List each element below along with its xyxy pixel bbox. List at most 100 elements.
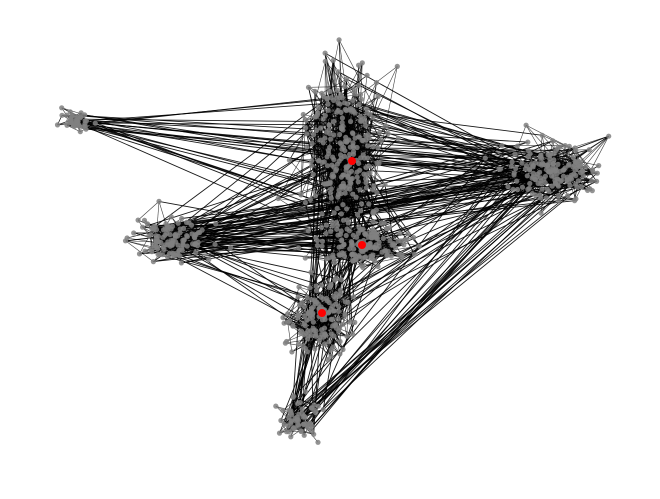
graph-node — [304, 131, 310, 137]
graph-edge — [315, 165, 599, 335]
graph-node — [374, 190, 380, 196]
graph-node — [367, 170, 373, 176]
graph-edge — [158, 200, 347, 236]
graph-edge — [352, 109, 569, 183]
graph-node — [350, 242, 356, 248]
graph-node — [302, 313, 308, 319]
graph-node — [344, 101, 350, 107]
graph-node — [566, 143, 572, 149]
graph-node — [75, 118, 81, 125]
graph-node — [169, 242, 175, 248]
graph-edge — [319, 180, 579, 310]
graph-node — [276, 430, 283, 436]
graph-node — [296, 245, 302, 251]
graph-edge — [555, 150, 577, 200]
graph-node — [280, 315, 286, 321]
graph-edge — [181, 230, 331, 264]
graph-node — [354, 234, 360, 240]
graph-node — [334, 205, 340, 211]
graph-node — [83, 126, 89, 132]
graph-node — [148, 246, 154, 252]
graph-node — [171, 253, 177, 259]
graph-node — [514, 143, 521, 149]
graph-node — [313, 287, 320, 294]
graph-node — [296, 341, 302, 347]
graph-node — [529, 190, 536, 197]
graph-node — [411, 234, 417, 241]
graph-node — [513, 165, 519, 172]
graph-node — [323, 181, 329, 187]
graph-node — [336, 308, 342, 314]
graph-node — [580, 173, 586, 179]
graph-node — [499, 143, 505, 149]
graph-node — [361, 247, 367, 253]
graph-edge — [291, 195, 568, 416]
graph-node — [302, 200, 308, 206]
graph-node — [78, 110, 84, 116]
graph-node — [300, 343, 306, 349]
graph-node — [286, 157, 292, 163]
graph-edge — [77, 122, 330, 126]
graph-node — [554, 176, 561, 182]
graph-node — [375, 145, 381, 151]
graph-node — [184, 243, 190, 249]
graph-edge — [330, 255, 356, 334]
graph-node — [326, 309, 332, 315]
graph-node — [337, 231, 343, 237]
graph-node — [319, 243, 325, 249]
graph-node — [537, 169, 543, 175]
graph-node — [366, 163, 372, 169]
graph-node — [312, 193, 319, 199]
graph-node — [356, 82, 362, 88]
graph-node — [337, 351, 343, 357]
graph-node — [351, 246, 357, 252]
graph-edge — [373, 147, 379, 186]
graph-node — [562, 143, 568, 149]
graph-node — [334, 161, 340, 167]
graph-node — [325, 101, 331, 107]
graph-node — [363, 231, 369, 237]
graph-node — [316, 337, 322, 344]
graph-edge — [66, 124, 500, 170]
graph-node — [514, 178, 520, 184]
graph-node — [283, 429, 290, 435]
graph-node — [328, 281, 334, 287]
graph-node — [482, 155, 488, 161]
graph-node — [304, 144, 310, 150]
graph-node — [345, 220, 351, 226]
graph-node — [310, 171, 316, 177]
graph-edge — [157, 254, 328, 302]
graph-node — [342, 311, 348, 317]
graph-node — [384, 225, 390, 232]
graph-node — [337, 338, 343, 345]
graph-node — [383, 123, 389, 129]
graph-node — [344, 333, 350, 339]
graph-node — [316, 158, 322, 164]
graph-node — [172, 231, 179, 237]
graph-node — [327, 179, 333, 185]
graph-node — [337, 325, 343, 331]
graph-node — [556, 198, 562, 204]
graph-node — [54, 122, 61, 128]
graph-node — [295, 294, 301, 300]
graph-node — [140, 224, 146, 230]
graph-node — [299, 406, 305, 412]
graph-node — [363, 123, 369, 129]
graph-node — [344, 206, 350, 212]
graph-node — [376, 243, 382, 249]
graph-node — [360, 264, 366, 271]
graph-node — [565, 162, 572, 168]
graph-node — [289, 349, 295, 355]
graph-node — [377, 130, 383, 136]
graph-edge — [338, 174, 515, 312]
graph-edge — [342, 246, 380, 350]
graph-node — [530, 162, 536, 169]
graph-node — [416, 243, 422, 249]
graph-node — [188, 222, 195, 228]
graph-node — [357, 113, 363, 120]
graph-node — [305, 328, 311, 334]
graph-edge — [293, 164, 548, 429]
graph-edge — [302, 166, 587, 418]
graph-node — [512, 151, 518, 157]
